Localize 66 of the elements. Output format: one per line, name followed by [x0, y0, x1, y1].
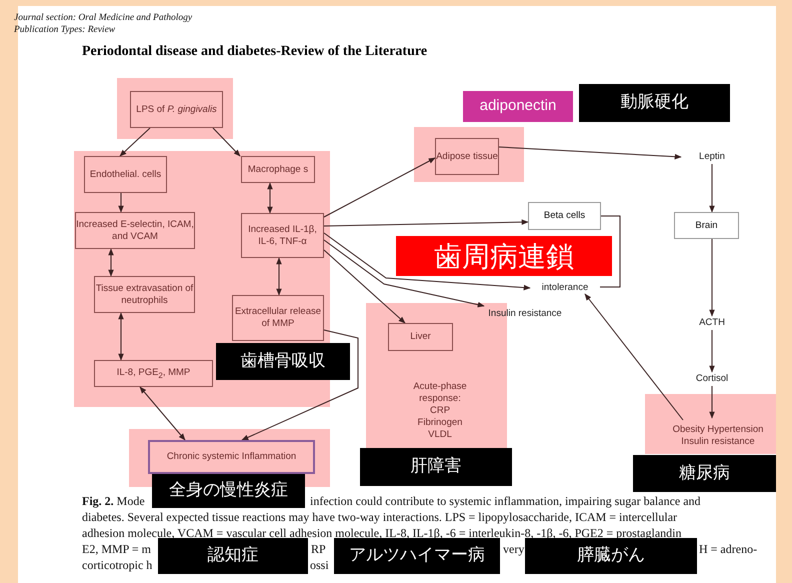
process-box: Adipose tissue [435, 138, 499, 175]
process-box: Macrophage s [241, 156, 315, 183]
highlight-band [414, 127, 524, 182]
caption-text: ossi [310, 557, 329, 573]
arrow [324, 250, 406, 324]
process-box: Beta cells [528, 202, 601, 230]
tag-label: 歯槽骨吸収 [216, 343, 350, 380]
arrow [709, 330, 715, 373]
highlight-band [645, 394, 776, 454]
arrow [324, 232, 531, 290]
arrow [498, 146, 682, 160]
process-box: Brain [674, 212, 739, 239]
caption-text: corticotropic h [82, 557, 152, 573]
arrow [118, 312, 124, 361]
tag-label: 肝障害 [360, 448, 512, 486]
arrow [709, 386, 715, 419]
tag-label: 歯周病連鎖 [396, 236, 612, 276]
arrow [584, 293, 684, 420]
caption-text: adhesion molecule, VCAM = vascular cell adhesion molecule, IL-8, IL-1β, -6 = interleukin-8, -1β, -6, PGE2 = prostaglandin [82, 525, 682, 541]
caption-text: E2, MMP = m [82, 541, 151, 557]
arrow [118, 192, 124, 213]
process-box: Chronic systemic Inflammation [148, 440, 315, 474]
process-box: Endothelial. cells [84, 156, 167, 193]
arrow [324, 158, 436, 218]
arrow [324, 219, 529, 226]
tag-label: 動脈硬化 [579, 84, 730, 122]
process-box: LPS of P. gingivalis [130, 91, 223, 128]
process-box: Extracellular release of MMP [232, 295, 324, 341]
process-box: Tissue extravasation of neutrophils [94, 276, 195, 313]
text-label: Obesity Hypertension Insulin resistance [670, 418, 766, 454]
tag-label: adiponectin [463, 91, 573, 122]
process-box: Increased IL-1β, IL-6, TNF-α [241, 213, 324, 258]
arrow [324, 240, 485, 308]
arrow [267, 182, 273, 214]
tag-label: アルツハイマー病 [334, 538, 500, 574]
caption-text: infection could contribute to systemic inflammation, impairing sugar balance and [310, 493, 701, 509]
process-box: IL-8, PGE$_{2}$, MMP [94, 360, 213, 387]
text-label: Insulin resistance [482, 306, 568, 321]
caption-text: H = adreno- [699, 541, 758, 557]
arrow [241, 330, 358, 440]
text-label: Leptin [682, 150, 742, 164]
header-text: Publication Types: Review [14, 24, 116, 36]
tag-label: 糖尿病 [633, 455, 776, 492]
arrow [212, 128, 240, 156]
arrow [709, 238, 715, 317]
tag-label: 膵臓がん [525, 538, 697, 574]
tag-label: 認知症 [158, 538, 308, 574]
caption-text: Fig. 2. Mode [82, 493, 145, 509]
caption-text: very [503, 541, 524, 557]
arrow [140, 386, 186, 441]
process-box: Liver [388, 323, 453, 351]
tag-label: 全身の慢性炎症 [152, 474, 305, 508]
title: Periodontal disease and diabetes-Review of the Literature [82, 44, 428, 60]
text-label: Cortisol [688, 372, 736, 386]
highlight-band [117, 78, 233, 139]
highlight-band [74, 151, 330, 407]
text-label: Acute-phase response: CRP Fibrinogen VLDL [410, 378, 470, 444]
header-text: Journal section: Oral Medicine and Pathology [14, 12, 192, 24]
arrow [709, 164, 715, 213]
text-label: intolerance [530, 281, 600, 294]
arrow [276, 257, 282, 296]
process-box: Increased E-selectin, ICAM, and VCAM [75, 212, 195, 249]
caption-text: RP [311, 541, 326, 557]
caption-text: diabetes. Several expected tissue reactions may have two-way interactions. LPS = lipopylosaccharide, ICAM = intercellular [82, 509, 678, 525]
text-label: ACTH [692, 316, 732, 330]
arrow [108, 248, 114, 277]
